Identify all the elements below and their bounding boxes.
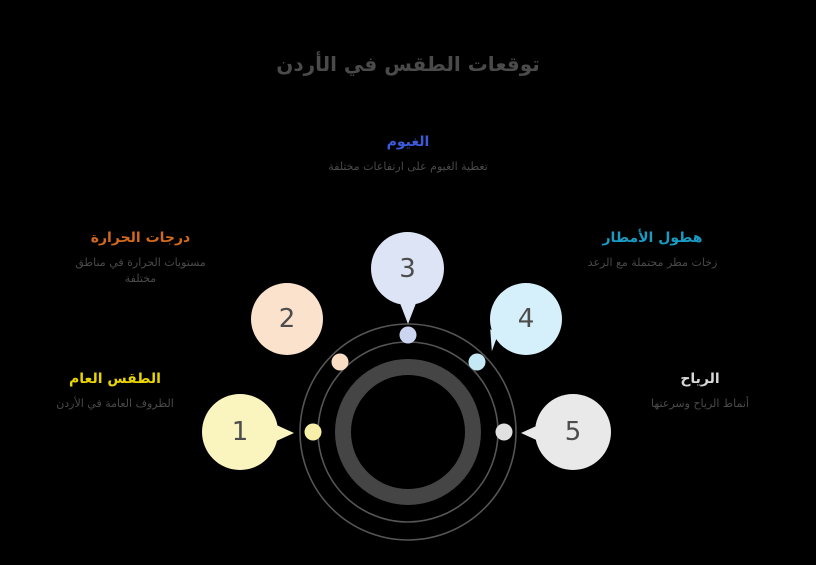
- legend-4-description: زخات مطر محتملة مع الرعد: [587, 256, 718, 269]
- orbit-dot-5: [495, 423, 513, 441]
- legend-item-1: الطقس العام الظروف العامة في الأردن: [20, 371, 210, 412]
- bubble-2[interactable]: 2: [251, 283, 323, 355]
- hub-ring: [335, 359, 481, 505]
- bubble-4-number: 4: [517, 304, 535, 334]
- legend-1-title: الطقس العام: [69, 371, 161, 387]
- legend-5-title: الرياح: [680, 371, 720, 387]
- inner-orbit-circle: [317, 341, 499, 523]
- bubble-5-number: 5: [564, 417, 582, 447]
- legend-item-3: الغيوم تغطية الغيوم على ارتفاعات مختلفة: [318, 134, 498, 175]
- page-title: توقعات الطقس في الأردن: [276, 52, 540, 76]
- bubble-4[interactable]: 4: [490, 283, 562, 355]
- bubble-3[interactable]: 3: [371, 232, 444, 305]
- legend-2-description: مستويات الحرارة في مناطق مختلفة: [75, 256, 206, 285]
- bubble-5[interactable]: 5: [535, 394, 611, 470]
- orbit-dot-3: [399, 326, 417, 344]
- orbit-dot-2: [331, 353, 349, 371]
- bubble-1[interactable]: 1: [202, 394, 278, 470]
- legend-4-title: هطول الأمطار: [602, 230, 703, 246]
- bubble-3-number: 3: [399, 253, 416, 284]
- bubble-4-pointer: [480, 329, 499, 360]
- legend-item-5: الرياح أنماط الرياح وسرعتها: [605, 371, 795, 412]
- legend-1-description: الظروف العامة في الأردن: [56, 397, 174, 410]
- bubble-1-number: 1: [231, 417, 249, 447]
- bubble-3-pointer: [398, 298, 418, 324]
- legend-3-description: تغطية الغيوم على ارتفاعات مختلفة: [328, 160, 488, 173]
- legend-5-description: أنماط الرياح وسرعتها: [651, 397, 749, 410]
- orbit-dot-1: [304, 423, 322, 441]
- legend-2-title: درجات الحرارة: [90, 230, 191, 246]
- bubble-1-pointer: [272, 423, 294, 443]
- legend-item-4: هطول الأمطار زخات مطر محتملة مع الرعد: [570, 230, 735, 271]
- legend-item-2: درجات الحرارة مستويات الحرارة في مناطق م…: [58, 230, 223, 287]
- bubble-5-pointer: [521, 423, 543, 443]
- bubble-2-number: 2: [278, 304, 296, 334]
- legend-3-title: الغيوم: [386, 134, 430, 150]
